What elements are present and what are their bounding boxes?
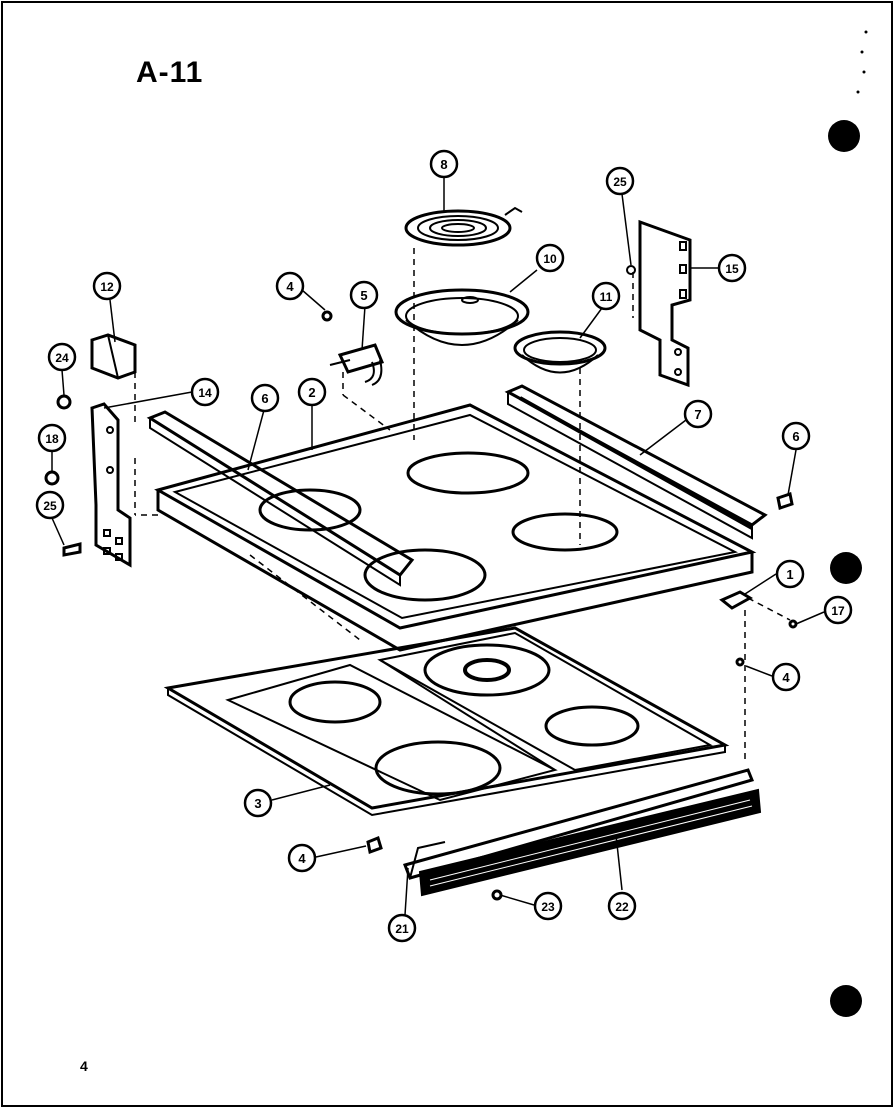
left-hinge-bracket (44, 394, 132, 568)
callout-4-bottom: 4 (287, 843, 317, 873)
callout-17: 17 (823, 595, 853, 625)
callout-label: 8 (440, 157, 447, 172)
callout-12: 12 (92, 271, 122, 301)
callout-label: 10 (543, 252, 557, 266)
screw-front-left (366, 835, 383, 855)
coil-burner (404, 206, 523, 247)
callout-21: 21 (387, 913, 417, 943)
callout-label: 14 (198, 386, 212, 400)
callout-label: 23 (541, 900, 555, 914)
callout-3: 3 (243, 788, 273, 818)
callout-10: 10 (535, 243, 565, 273)
callout-label: 25 (43, 499, 57, 513)
callout-label: 11 (600, 290, 613, 304)
callout-6-left: 6 (250, 383, 280, 413)
callout-label: 4 (286, 279, 294, 294)
callout-15: 15 (717, 253, 747, 283)
callout-4-top: 4 (275, 271, 305, 301)
callout-label: 24 (55, 351, 69, 365)
callout-6-right: 6 (781, 421, 811, 451)
callout-25-top: 25 (605, 166, 635, 196)
callout-label: 6 (261, 391, 268, 406)
callout-label: 6 (792, 429, 799, 444)
small-drip-pan (513, 330, 607, 374)
callout-1: 1 (775, 559, 805, 589)
screw-right (776, 492, 794, 510)
binder-hole-top (828, 120, 860, 152)
callout-label: 21 (395, 922, 409, 936)
callout-18: 18 (37, 423, 67, 453)
cooktop-panel (154, 403, 757, 652)
callout-label: 12 (100, 280, 114, 294)
callout-label: 1 (786, 567, 793, 582)
binder-hole-bottom (830, 985, 862, 1017)
right-hinge-bracket (626, 219, 692, 388)
screw-top (321, 310, 333, 322)
callout-label: 25 (613, 175, 627, 189)
screw-clip (788, 619, 798, 629)
callout-11: 11 (591, 281, 621, 311)
binder-hole-middle (830, 552, 862, 584)
callout-14: 14 (190, 377, 220, 407)
callout-label: 18 (45, 432, 59, 446)
callout-label: 4 (298, 851, 306, 866)
scan-specks (856, 30, 868, 94)
rear-trim-strip (504, 384, 768, 540)
callout-label: 2 (308, 385, 315, 400)
page-title: A-11 (136, 56, 204, 89)
large-drip-pan (394, 288, 530, 346)
callout-5: 5 (349, 280, 379, 310)
screw-grille (491, 889, 503, 901)
callout-4-right: 4 (771, 662, 801, 692)
callout-label: 22 (615, 900, 629, 914)
left-trim-strip (146, 410, 415, 587)
callout-label: 17 (831, 604, 845, 618)
callout-label: 7 (694, 407, 701, 422)
callout-label: 4 (782, 670, 790, 685)
callout-23: 23 (533, 891, 563, 921)
clip-bracket (719, 590, 753, 610)
burner-box (163, 626, 730, 817)
callout-7: 7 (683, 399, 713, 429)
callout-22: 22 (607, 891, 637, 921)
screw-right-lower (735, 657, 745, 667)
terminal-block-bracket (90, 333, 137, 380)
callout-label: 5 (360, 288, 367, 303)
leader-lines (51, 178, 825, 916)
callout-2: 2 (297, 377, 327, 407)
callout-25-left: 25 (35, 490, 65, 520)
infinite-switch (329, 343, 385, 386)
callout-8: 8 (429, 149, 459, 179)
page-number: 4 (80, 1058, 88, 1074)
callout-24: 24 (47, 342, 77, 372)
front-grille (418, 788, 762, 897)
assembly-lines (134, 248, 791, 760)
callout-label: 15 (725, 262, 739, 276)
callout-label: 3 (254, 796, 261, 811)
